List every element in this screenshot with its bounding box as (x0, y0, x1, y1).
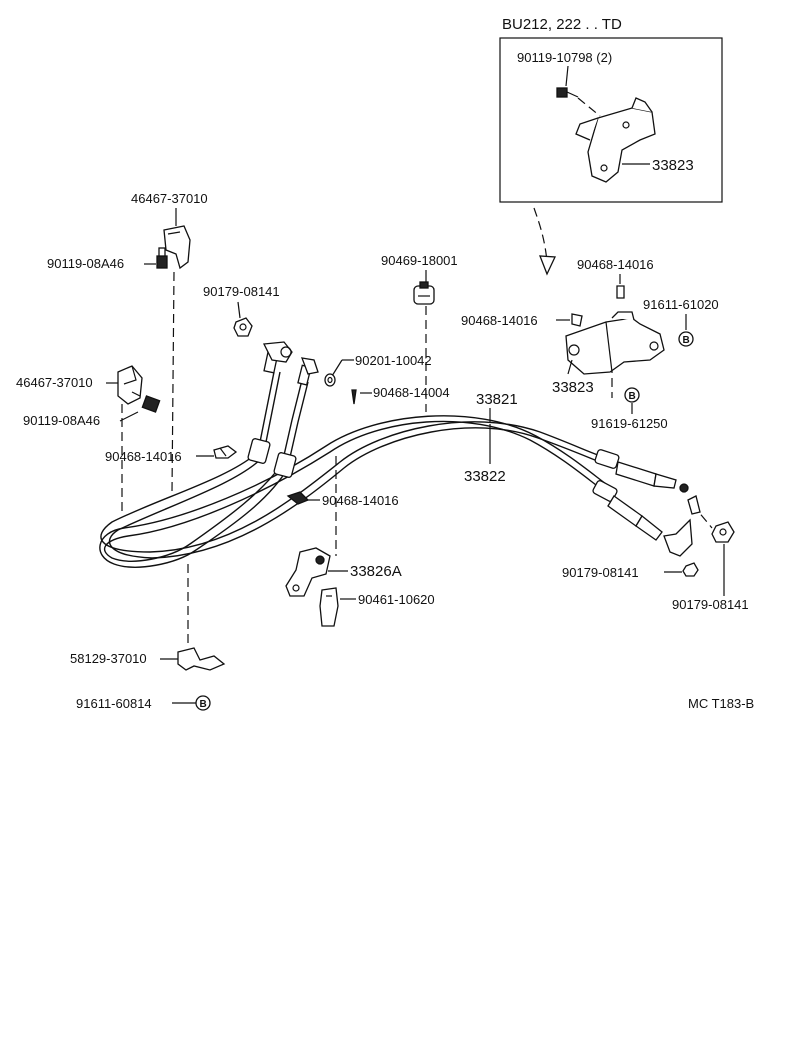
cable-ferrule-right (273, 452, 297, 478)
cotter-pin-icon (351, 389, 357, 405)
cable-bracket-mid-icon (117, 365, 143, 405)
leader-33823-main (567, 359, 573, 375)
cable-33822-outer (103, 420, 601, 562)
grommet-icon (413, 281, 435, 305)
inset-arrow (533, 207, 556, 276)
cable-33822-inner (99, 415, 607, 568)
bolt-badge-b-lower: B (195, 695, 211, 711)
dash-line-top-bracket (171, 271, 175, 493)
clamp-plate-icon (319, 587, 339, 627)
washer-icon (324, 373, 336, 387)
shift-cable-bracket-icon (565, 311, 665, 375)
bolt-mid-icon (131, 391, 161, 413)
dash-inset-bolt (577, 97, 601, 117)
label-90179-left: 90179-08141 (203, 284, 280, 299)
nut-left-icon (233, 317, 253, 337)
leader-inset-bolt (565, 65, 569, 87)
label-33826A: 33826A (350, 563, 402, 580)
label-90468-left: 90468-14016 (105, 449, 182, 464)
bolt-top-icon (156, 247, 168, 269)
label-90119-mid: 90119-08A46 (23, 413, 100, 428)
label-90468-center: 90468-14016 (322, 493, 399, 508)
clip-center-icon (286, 491, 310, 505)
label-91619: 91619-61250 (591, 416, 668, 431)
label-90469: 90469-18001 (381, 253, 458, 268)
label-90461: 90461-10620 (358, 592, 435, 607)
cable-end-right-lower (592, 480, 693, 557)
label-90119-top: 90119-08A46 (47, 256, 124, 271)
cable-33821-outer (100, 421, 613, 553)
label-33822: 33822 (464, 468, 506, 485)
shift-cable-assembly (99, 341, 693, 568)
inset-bolt-label: 90119-10798 (2) (517, 50, 612, 65)
clip-right-mid-icon (571, 313, 583, 327)
cable-ferrule-left (247, 438, 271, 464)
inset-title: BU212, 222 . . TD (502, 16, 622, 33)
bolt-badge-b-mid: B (624, 387, 640, 403)
label-46467-top: 46467-37010 (131, 191, 208, 206)
cable-end-lever-left (262, 341, 293, 374)
cable-33821-inner (108, 427, 611, 559)
label-33823-main: 33823 (552, 379, 594, 396)
cable-bracket-top-icon (163, 225, 191, 270)
label-90468-right-top: 90468-14016 (577, 257, 654, 272)
clip-right-top-icon (616, 285, 625, 299)
cable-end-right-upper (594, 449, 689, 493)
label-90179-right-a: 90179-08141 (562, 565, 639, 580)
label-90468-right-mid: 90468-14016 (461, 313, 538, 328)
inset-bolt-icon (556, 87, 579, 98)
cable-clamp-icon (285, 547, 331, 597)
label-91611-61020: 91611-61020 (643, 297, 719, 312)
svg-text:B: B (683, 335, 690, 346)
label-58129: 58129-37010 (70, 651, 147, 666)
label-90201: 90201-10042 (355, 353, 432, 368)
svg-text:B: B (200, 699, 207, 710)
lower-bracket-icon (177, 647, 226, 671)
svg-text:B: B (629, 391, 636, 402)
inset-frame (499, 37, 723, 203)
figure-code: MC T183-B (688, 696, 754, 711)
inset-bracket-icon (575, 97, 656, 183)
leader-90119-mid (119, 411, 139, 422)
nut-right-b-icon (711, 521, 735, 543)
clip-left-icon (213, 445, 238, 459)
cable-end-lever-right (297, 357, 319, 386)
nut-right-a-icon (682, 562, 699, 577)
clip-right-icon (687, 495, 701, 515)
bolt-badge-b-right: B (678, 331, 694, 347)
inset-panel: BU212, 222 . . TD 90119-10798 (2) 33823 (499, 16, 723, 203)
leader-90179-left (237, 301, 241, 319)
label-90179-right-b: 90179-08141 (672, 597, 749, 612)
inset-bracket-label: 33823 (652, 157, 694, 174)
label-90468-14004: 90468-14004 (373, 385, 450, 400)
label-33821: 33821 (476, 391, 518, 408)
label-91611-60814: 91611-60814 (76, 696, 152, 711)
label-46467-mid: 46467-37010 (16, 375, 93, 390)
